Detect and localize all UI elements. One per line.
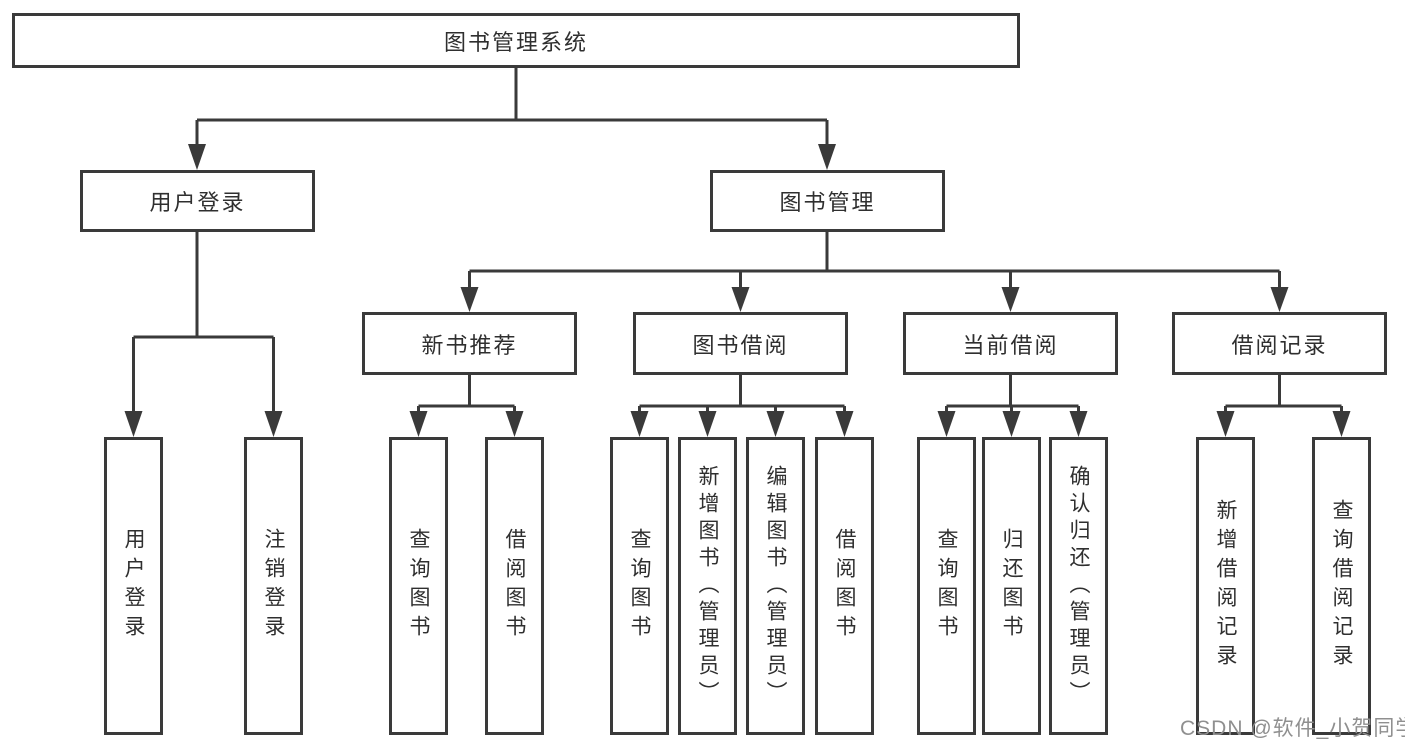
node-leaf-borrow-book-recommend: 借阅图书	[485, 437, 544, 735]
node-leaf-edit-book-admin: 编辑图书（管理员）	[746, 437, 805, 735]
leaf-label: 借阅图书	[833, 528, 856, 644]
node-book-borrowing: 图书借阅	[633, 312, 848, 375]
leaf-label: 借阅图书	[503, 528, 526, 644]
leaf-label: 查询图书	[935, 528, 958, 644]
node-leaf-borrow-book: 借阅图书	[815, 437, 874, 735]
node-leaf-query-book: 查询图书	[610, 437, 669, 735]
leaf-label: 查询借阅记录	[1330, 499, 1353, 673]
tree-edges	[132, 68, 1343, 413]
leaf-label: 归还图书	[1000, 528, 1023, 644]
leaf-label: 编辑图书（管理员）	[764, 464, 787, 708]
node-leaf-query-book-recommend: 查询图书	[389, 437, 448, 735]
node-new-book-recommend: 新书推荐	[362, 312, 577, 375]
leaf-label: 新增借阅记录	[1214, 499, 1237, 673]
node-borrowing-records: 借阅记录	[1172, 312, 1387, 375]
node-leaf-add-borrow-record: 新增借阅记录	[1196, 437, 1255, 735]
arrowheads	[124, 144, 1351, 437]
node-root-library-system: 图书管理系统	[12, 13, 1020, 68]
leaf-label: 查询图书	[628, 528, 651, 644]
node-book-management-branch: 图书管理	[710, 170, 945, 232]
leaf-label: 注销登录	[262, 528, 285, 644]
leaf-label: 用户登录	[122, 528, 145, 644]
leaf-label: 确认归还（管理员）	[1067, 464, 1090, 708]
node-leaf-confirm-return-admin: 确认归还（管理员）	[1049, 437, 1108, 735]
leaf-label: 新增图书（管理员）	[696, 464, 719, 708]
node-current-borrowing: 当前借阅	[903, 312, 1118, 375]
node-leaf-user-login: 用户登录	[104, 437, 163, 735]
node-leaf-query-current-borrow: 查询图书	[917, 437, 976, 735]
node-leaf-return-book: 归还图书	[982, 437, 1041, 735]
leaf-label: 查询图书	[407, 528, 430, 644]
node-leaf-query-borrow-record: 查询借阅记录	[1312, 437, 1371, 735]
node-user-login-branch: 用户登录	[80, 170, 315, 232]
node-leaf-add-book-admin: 新增图书（管理员）	[678, 437, 737, 735]
node-leaf-logout: 注销登录	[244, 437, 303, 735]
csdn-watermark: CSDN @软件_小贺同学	[1180, 717, 1405, 740]
